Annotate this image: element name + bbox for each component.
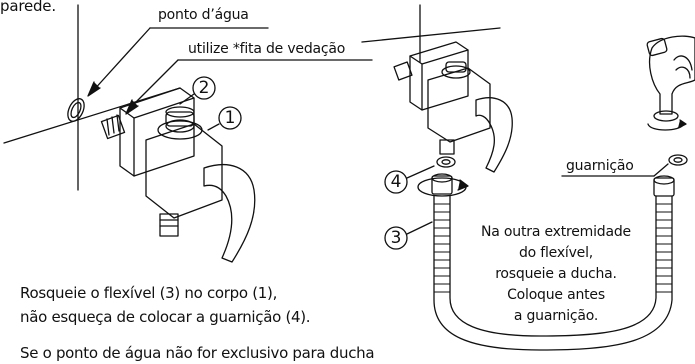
- wall-lines: [3, 4, 181, 191]
- flexible-hose: [433, 195, 673, 351]
- callout-4: 4: [390, 172, 402, 192]
- water-point-label: ponto d’água: [158, 7, 249, 23]
- hose-nut-center: [417, 173, 469, 197]
- hand-shower: [646, 35, 695, 131]
- callout-2-shape: [179, 76, 216, 105]
- callout-3: 3: [390, 228, 402, 248]
- seal-tape-label: utilize *fita de vedação: [188, 41, 346, 57]
- leader-seal-tape: [125, 59, 373, 115]
- hose-note-line: Coloque antes: [507, 287, 605, 303]
- instruction-line-2: não esqueça de colocar a guarnição (4).: [20, 308, 311, 326]
- leader-gasket: [561, 163, 669, 177]
- water-point-hole: [67, 98, 85, 122]
- instruction-line-1: Rosqueie o flexível (3) no corpo (1),: [20, 284, 278, 302]
- callout-1: 1: [224, 108, 236, 128]
- callout-2: 2: [198, 78, 210, 98]
- hose-note-line: do flexível,: [518, 245, 594, 261]
- wall-lines-center: [361, 4, 501, 63]
- gasket-label: guarnição: [566, 158, 634, 174]
- gasket-center: [436, 156, 456, 168]
- callout-1-shape: [207, 106, 242, 131]
- hose-nut-right: [653, 175, 675, 197]
- hose-note-line: Na outra extremidade: [481, 224, 631, 240]
- leader-water-point: [87, 27, 269, 97]
- valve-body-left: [100, 87, 256, 263]
- top-cut-text: parede.: [0, 0, 56, 15]
- callout-4-shape: [384, 165, 435, 194]
- callout-3-shape: [384, 221, 433, 250]
- hose-note: Na outra extremidade do flexível, rosque…: [458, 222, 654, 327]
- instruction-line-3: Se o ponto de água não for exclusivo par…: [20, 344, 375, 362]
- gasket-right: [668, 154, 688, 166]
- hose-note-line: rosqueie a ducha.: [495, 266, 617, 282]
- hose-note-line: a guarnição.: [513, 308, 599, 324]
- valve-body-center: [393, 41, 513, 173]
